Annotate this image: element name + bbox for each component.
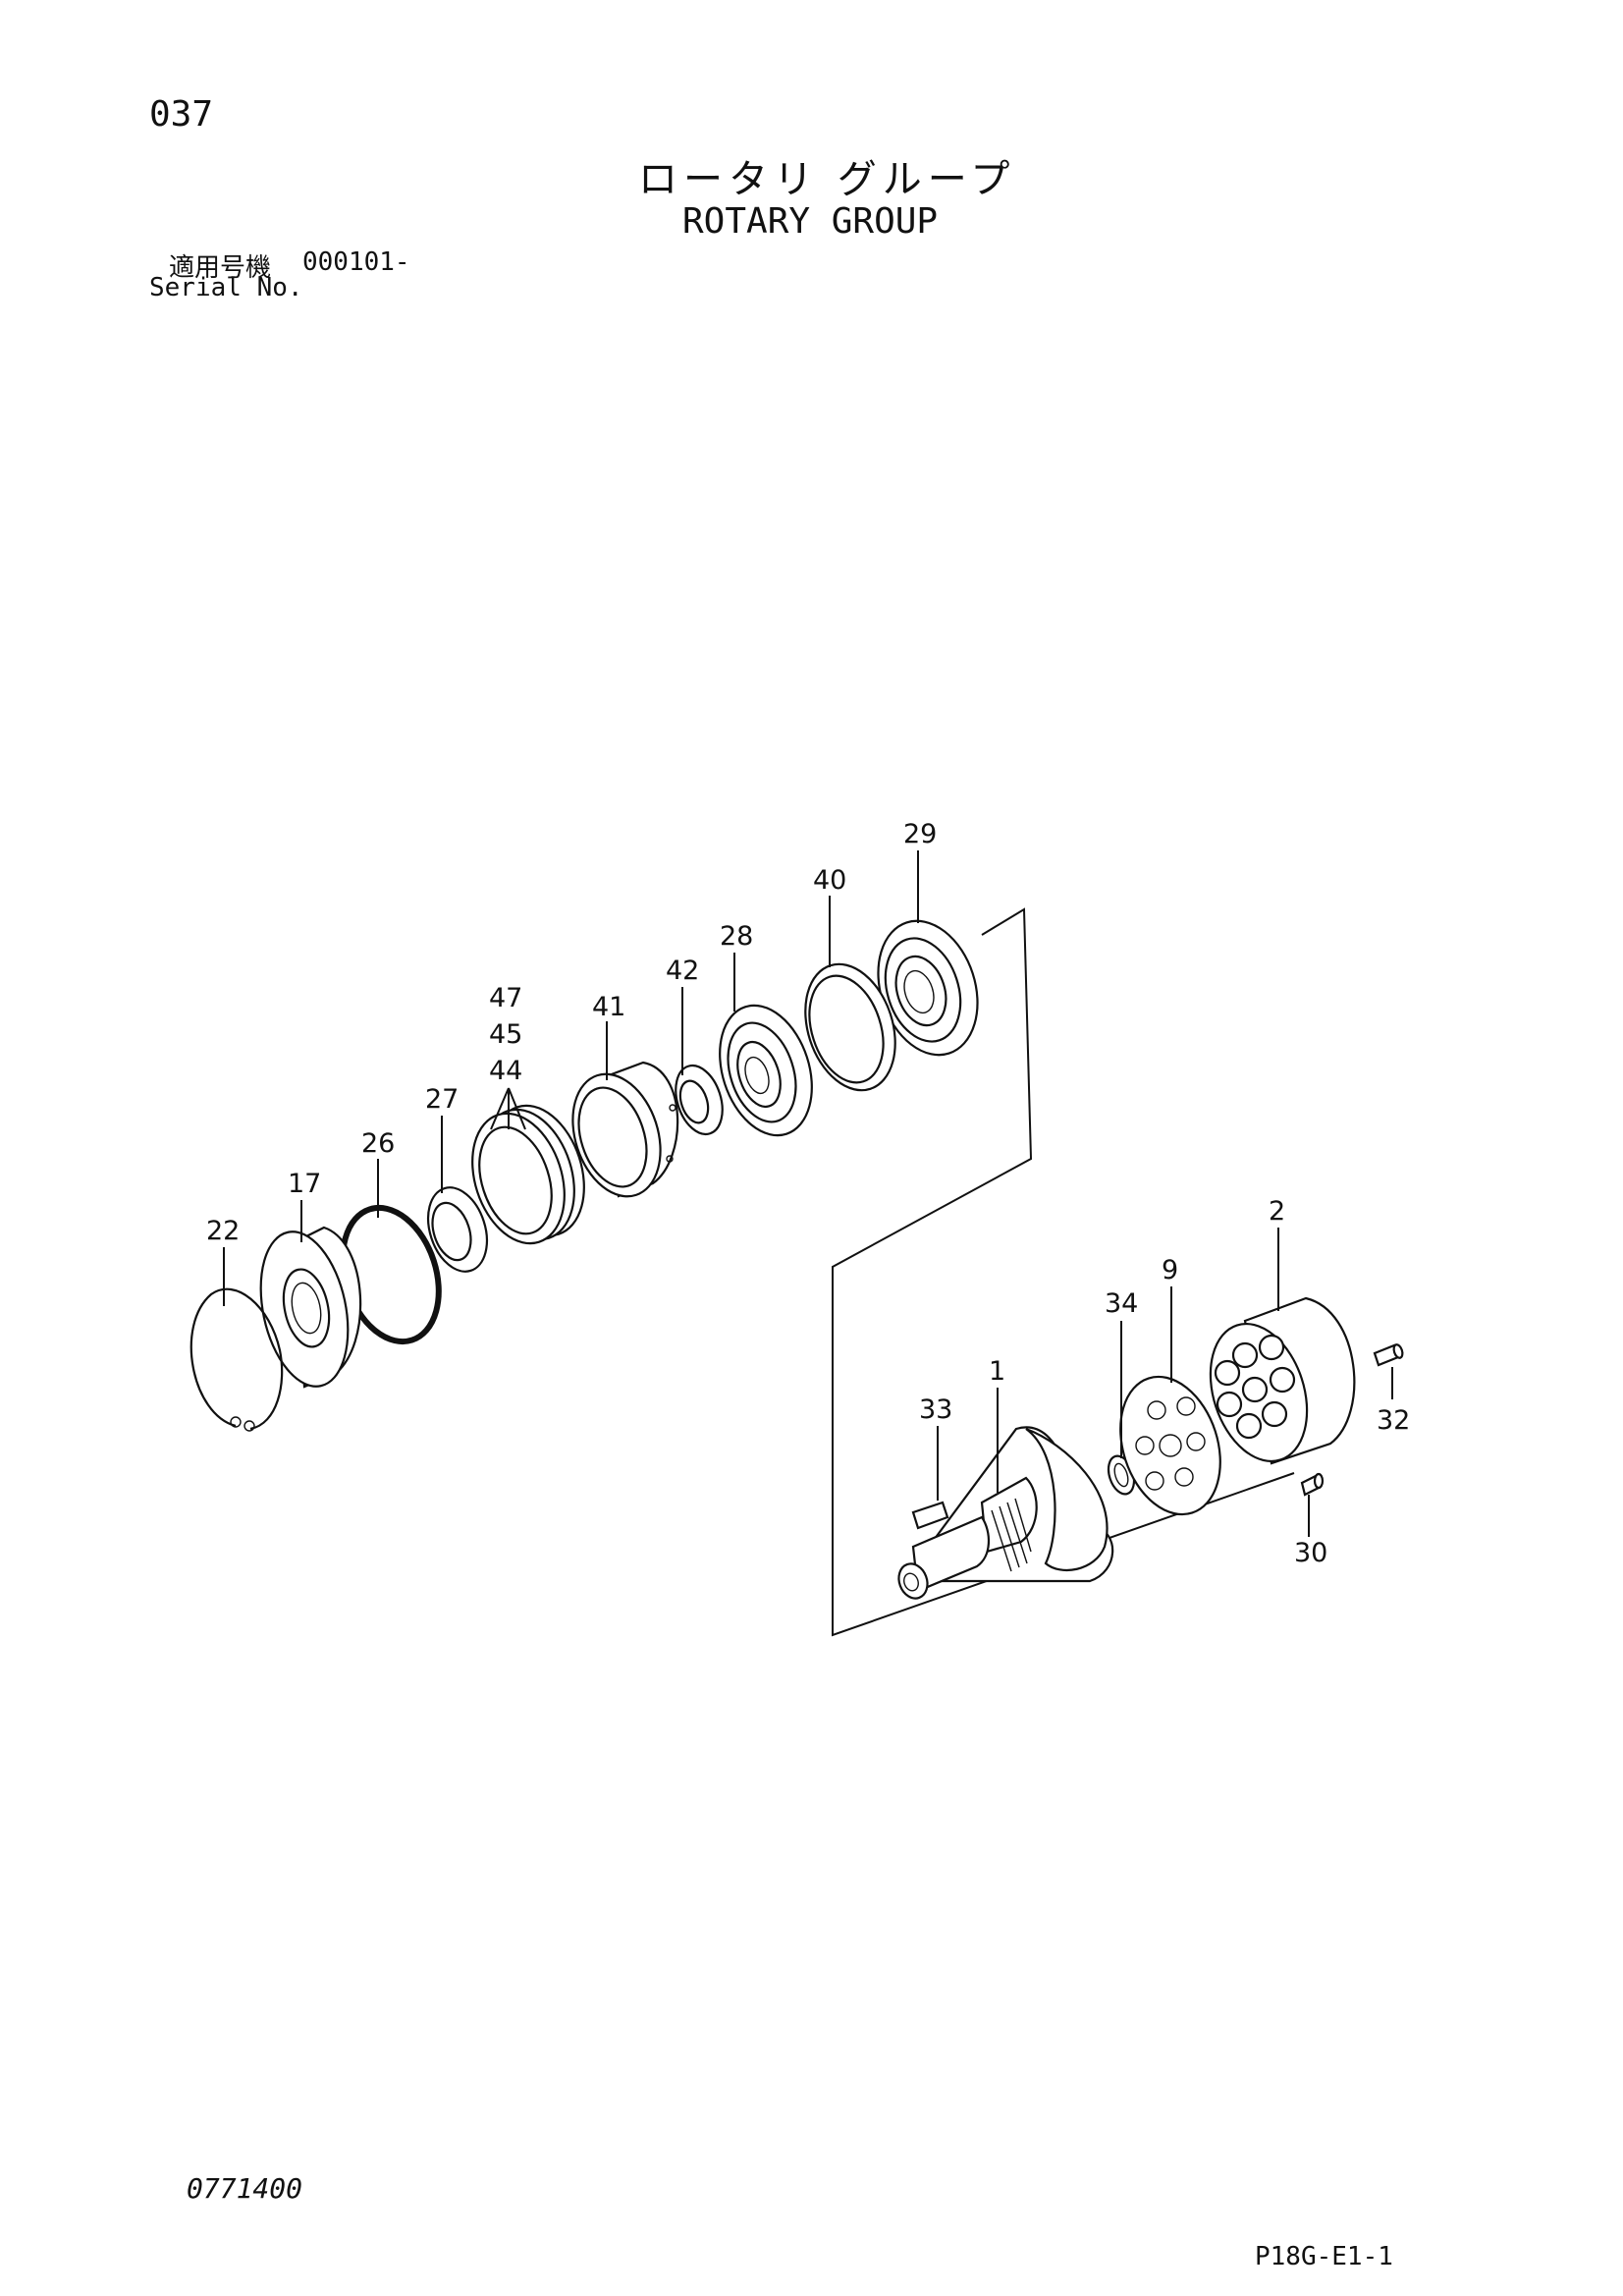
part-44-45-47-seal-rings	[471, 1104, 585, 1245]
part-1-shaft	[897, 1426, 1114, 1600]
figure-code: P18G-E1-1	[1255, 2242, 1393, 2271]
callout-labels: 29 40 28 42 47 45 44 41 27 26 17 22 2 9 …	[206, 819, 1410, 1568]
drawing-number: 0771400	[187, 2172, 303, 2205]
callout-41: 41	[592, 992, 625, 1022]
part-28-ball-bearing	[719, 1004, 813, 1137]
callout-45: 45	[489, 1019, 522, 1050]
callout-2: 2	[1269, 1196, 1285, 1227]
callout-27: 27	[425, 1084, 459, 1115]
page-number: 037	[149, 94, 214, 135]
callout-44: 44	[489, 1056, 522, 1086]
serial-label: Serial No.	[149, 273, 303, 302]
group-frame-lines	[832, 907, 1295, 1637]
callout-22: 22	[206, 1216, 240, 1246]
leader-lines	[223, 850, 1393, 1537]
part-27-collar	[427, 1186, 488, 1273]
callout-9: 9	[1162, 1255, 1178, 1285]
part-29-roller-bearing	[877, 919, 979, 1057]
part-32-pin	[1373, 1343, 1404, 1367]
callout-47: 47	[489, 983, 522, 1013]
serial-number-range: 000101-	[302, 247, 410, 277]
serial-label-japanese: 適用号機	[169, 253, 272, 283]
page-title-japanese: ロータリ グループ	[638, 157, 1016, 202]
page-title: ROTARY GROUP	[682, 201, 939, 242]
callout-29: 29	[903, 819, 937, 849]
callout-1: 1	[989, 1356, 1005, 1387]
part-22-snap-ring	[189, 1287, 284, 1432]
part-40-ring	[804, 962, 896, 1092]
callout-17: 17	[288, 1169, 321, 1199]
part-41-sleeve	[571, 1061, 679, 1198]
callout-32: 32	[1377, 1405, 1410, 1436]
callout-34: 34	[1105, 1288, 1138, 1319]
callout-40: 40	[813, 865, 846, 896]
part-42-nut	[675, 1064, 724, 1136]
part-9-retainer-plate	[1119, 1375, 1221, 1516]
callout-33: 33	[919, 1394, 952, 1425]
part-17-cover	[259, 1226, 362, 1389]
callout-28: 28	[720, 921, 753, 952]
callout-26: 26	[361, 1128, 395, 1159]
part-30-bolt	[1300, 1472, 1325, 1497]
part-2-cylinder-block	[1209, 1296, 1356, 1465]
part-33-key	[911, 1501, 949, 1530]
callout-42: 42	[666, 956, 699, 986]
callout-30: 30	[1294, 1538, 1327, 1568]
